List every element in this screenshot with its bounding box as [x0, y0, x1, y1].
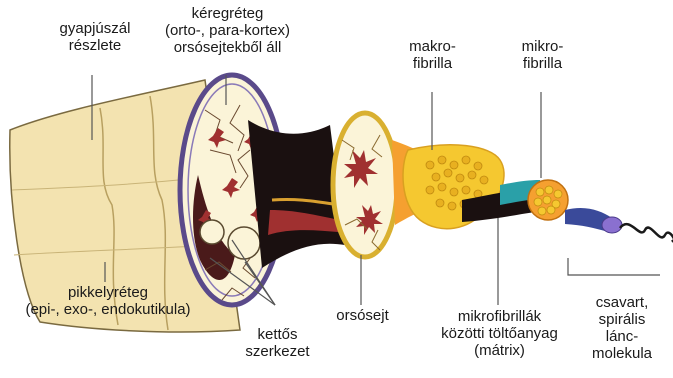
label-cortex: kéregréteg(orto-, para-kortex)orsósejtek…: [140, 5, 315, 56]
spindle-cell-section: [333, 113, 397, 257]
chain-molecule: [565, 208, 673, 242]
label-cuticle: pikkelyréteg(epi-, exo-, endokutikula): [3, 284, 213, 318]
label-microfibril: mikro-fibrilla: [510, 38, 575, 72]
microfibril: [528, 180, 568, 220]
label-spindle-cell: orsósejt: [325, 307, 400, 324]
label-chain-molecule: csavart,spirális lánc-molekula: [582, 294, 662, 362]
cortex-cone: [248, 120, 345, 268]
label-macrofibril: makro-fibrilla: [400, 38, 465, 72]
